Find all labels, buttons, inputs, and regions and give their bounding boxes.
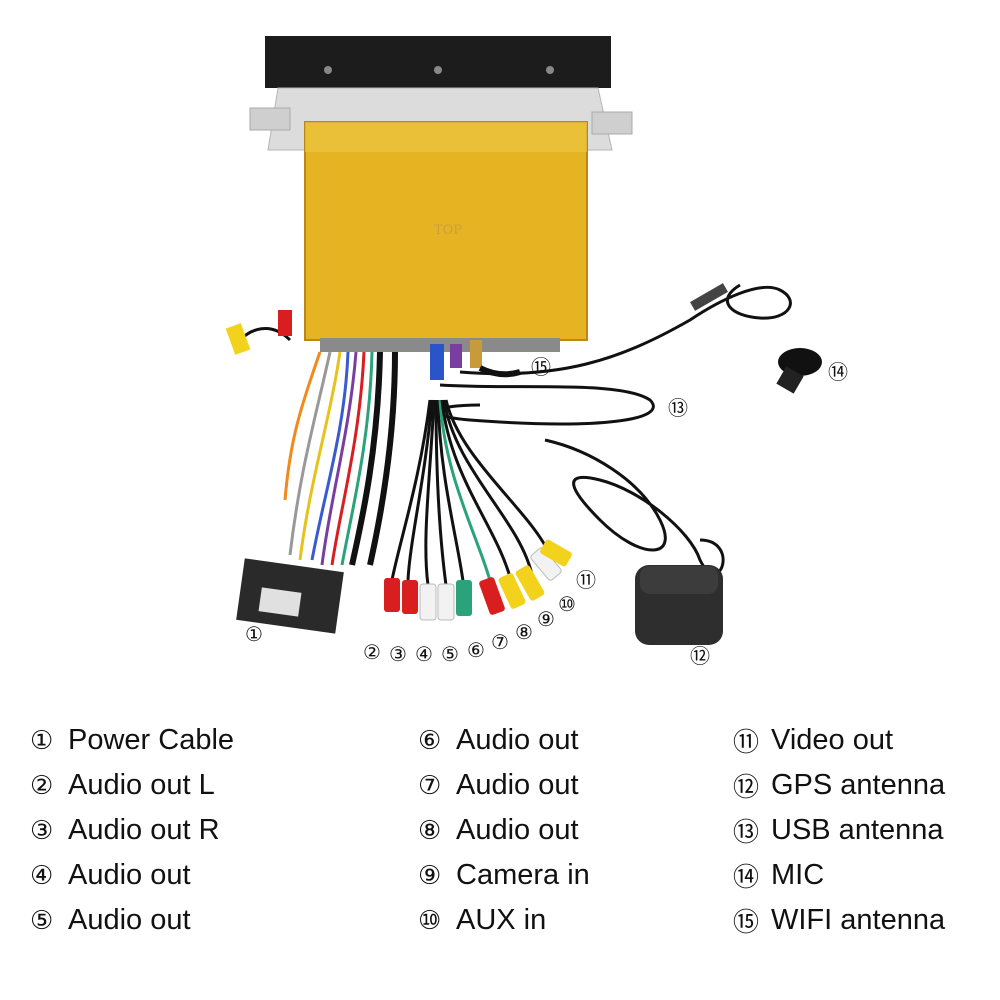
callout-5: ⑤	[441, 642, 459, 666]
legend-number: ⑪	[733, 728, 760, 758]
callout-9: ⑨	[537, 607, 555, 631]
legend-item: ⑦ Audio out	[418, 763, 590, 808]
mic-clip	[776, 366, 804, 394]
legend-label: Video out	[771, 724, 894, 756]
blue-connector	[430, 344, 444, 380]
legend-label: WIFI antenna	[771, 904, 946, 936]
rca-plug-6	[456, 580, 472, 616]
gps-antenna-top	[640, 566, 718, 594]
rca-plug-5	[437, 583, 455, 621]
callout-8: ⑧	[515, 620, 533, 644]
legend-number: ⑩	[418, 905, 442, 936]
legend-label: Camera in	[456, 859, 590, 891]
legend-number: ⑦	[418, 770, 442, 801]
callout-11: ⑪	[576, 568, 596, 592]
bracket-tab-left	[249, 107, 291, 131]
legend-column-2: ⑥ Audio out ⑦ Audio out ⑧ Audio out ⑨ Camer…	[418, 718, 590, 943]
legend-number: ⑬	[733, 818, 760, 848]
legend-label: Power Cable	[68, 724, 235, 756]
head-unit-box	[304, 121, 588, 341]
legend-label: Audio out	[68, 904, 191, 936]
legend-item: ⑨ Camera in	[418, 853, 590, 898]
usb-antenna-cable	[435, 383, 655, 426]
wiring-diagram: TOP	[225, 36, 848, 668]
box-top-label: TOP	[434, 223, 462, 238]
legend-label: Audio out	[68, 859, 191, 891]
legend-number: ①	[30, 725, 54, 756]
legend-item: ① Power Cable	[30, 718, 234, 763]
legend-label: GPS antenna	[771, 769, 946, 801]
rca-plug-9	[515, 565, 545, 601]
rca-top-left-yellow	[225, 323, 251, 355]
callout-3: ③	[389, 642, 407, 666]
legend-item: ⑬ USB antenna	[733, 808, 945, 853]
legend-item: ③ Audio out R	[30, 808, 234, 853]
product-illustration: TOP	[225, 36, 822, 645]
callout-4: ④	[415, 642, 433, 666]
wire-harness	[283, 351, 398, 566]
legend-label: Audio out R	[68, 814, 220, 846]
front-bezel	[265, 36, 611, 88]
legend-number: ⑭	[733, 863, 760, 893]
legend-number: ②	[30, 770, 54, 801]
bezel-screw	[546, 66, 554, 74]
legend-number: ⑮	[733, 908, 760, 938]
legend-number: ⑨	[418, 860, 442, 891]
purple-connector	[450, 344, 462, 368]
legend-item: ② Audio out L	[30, 763, 234, 808]
head-unit-shading	[305, 122, 587, 152]
rca-cables	[390, 399, 552, 589]
legend-label: Audio out	[456, 769, 579, 801]
bezel-screw	[324, 66, 332, 74]
legend-label: MIC	[771, 859, 825, 891]
callout-15: ⑮	[531, 355, 551, 379]
callout-1: ①	[245, 622, 263, 646]
legend-number: ④	[30, 860, 54, 891]
legend-item: ⑪ Video out	[733, 718, 945, 763]
callout-2: ②	[363, 640, 381, 664]
legend-number: ③	[30, 815, 54, 846]
legend-item: ⑮ WIFI antenna	[733, 898, 945, 943]
callout-13: ⑬	[668, 396, 688, 420]
callout-7: ⑦	[491, 630, 509, 654]
legend-label: Audio out	[456, 724, 579, 756]
legend-item: ④ Audio out	[30, 853, 234, 898]
legend-label: AUX in	[456, 904, 547, 936]
legend-item: ⑥ Audio out	[418, 718, 590, 763]
rca-top-left-red	[278, 310, 292, 336]
legend-number: ⑤	[30, 905, 54, 936]
legend-label: USB antenna	[771, 814, 944, 846]
legend-label: Audio out L	[68, 769, 215, 801]
rca-plug-3	[402, 580, 418, 614]
mic-cable	[459, 283, 792, 376]
legend-number: ⑥	[418, 725, 442, 756]
rca-plug-7	[479, 577, 505, 615]
callout-14: ⑭	[828, 360, 848, 384]
rca-plug-4	[419, 583, 437, 621]
rca-plug-2	[384, 578, 400, 612]
gold-connector	[470, 340, 482, 368]
callout-6: ⑥	[467, 638, 485, 662]
mic-plug	[690, 283, 728, 311]
legend-number: ⑧	[418, 815, 442, 846]
callout-10: ⑩	[558, 592, 576, 616]
legend-column-3: ⑪ Video out ⑫ GPS antenna ⑬ USB antenna ⑭ …	[733, 718, 945, 943]
bracket-tab-right	[591, 111, 633, 135]
power-connector-label	[258, 587, 302, 617]
bezel-screw	[434, 66, 442, 74]
legend-item: ⑧ Audio out	[418, 808, 590, 853]
legend-item: ⑭ MIC	[733, 853, 945, 898]
legend-number: ⑫	[733, 773, 760, 803]
rca-plug-11	[540, 539, 572, 567]
callout-12: ⑫	[690, 644, 710, 668]
legend-item: ⑩ AUX in	[418, 898, 590, 943]
rca-plug-8	[498, 573, 526, 609]
legend-item: ⑫ GPS antenna	[733, 763, 945, 808]
legend-item: ⑤ Audio out	[30, 898, 234, 943]
legend-label: Audio out	[456, 814, 579, 846]
